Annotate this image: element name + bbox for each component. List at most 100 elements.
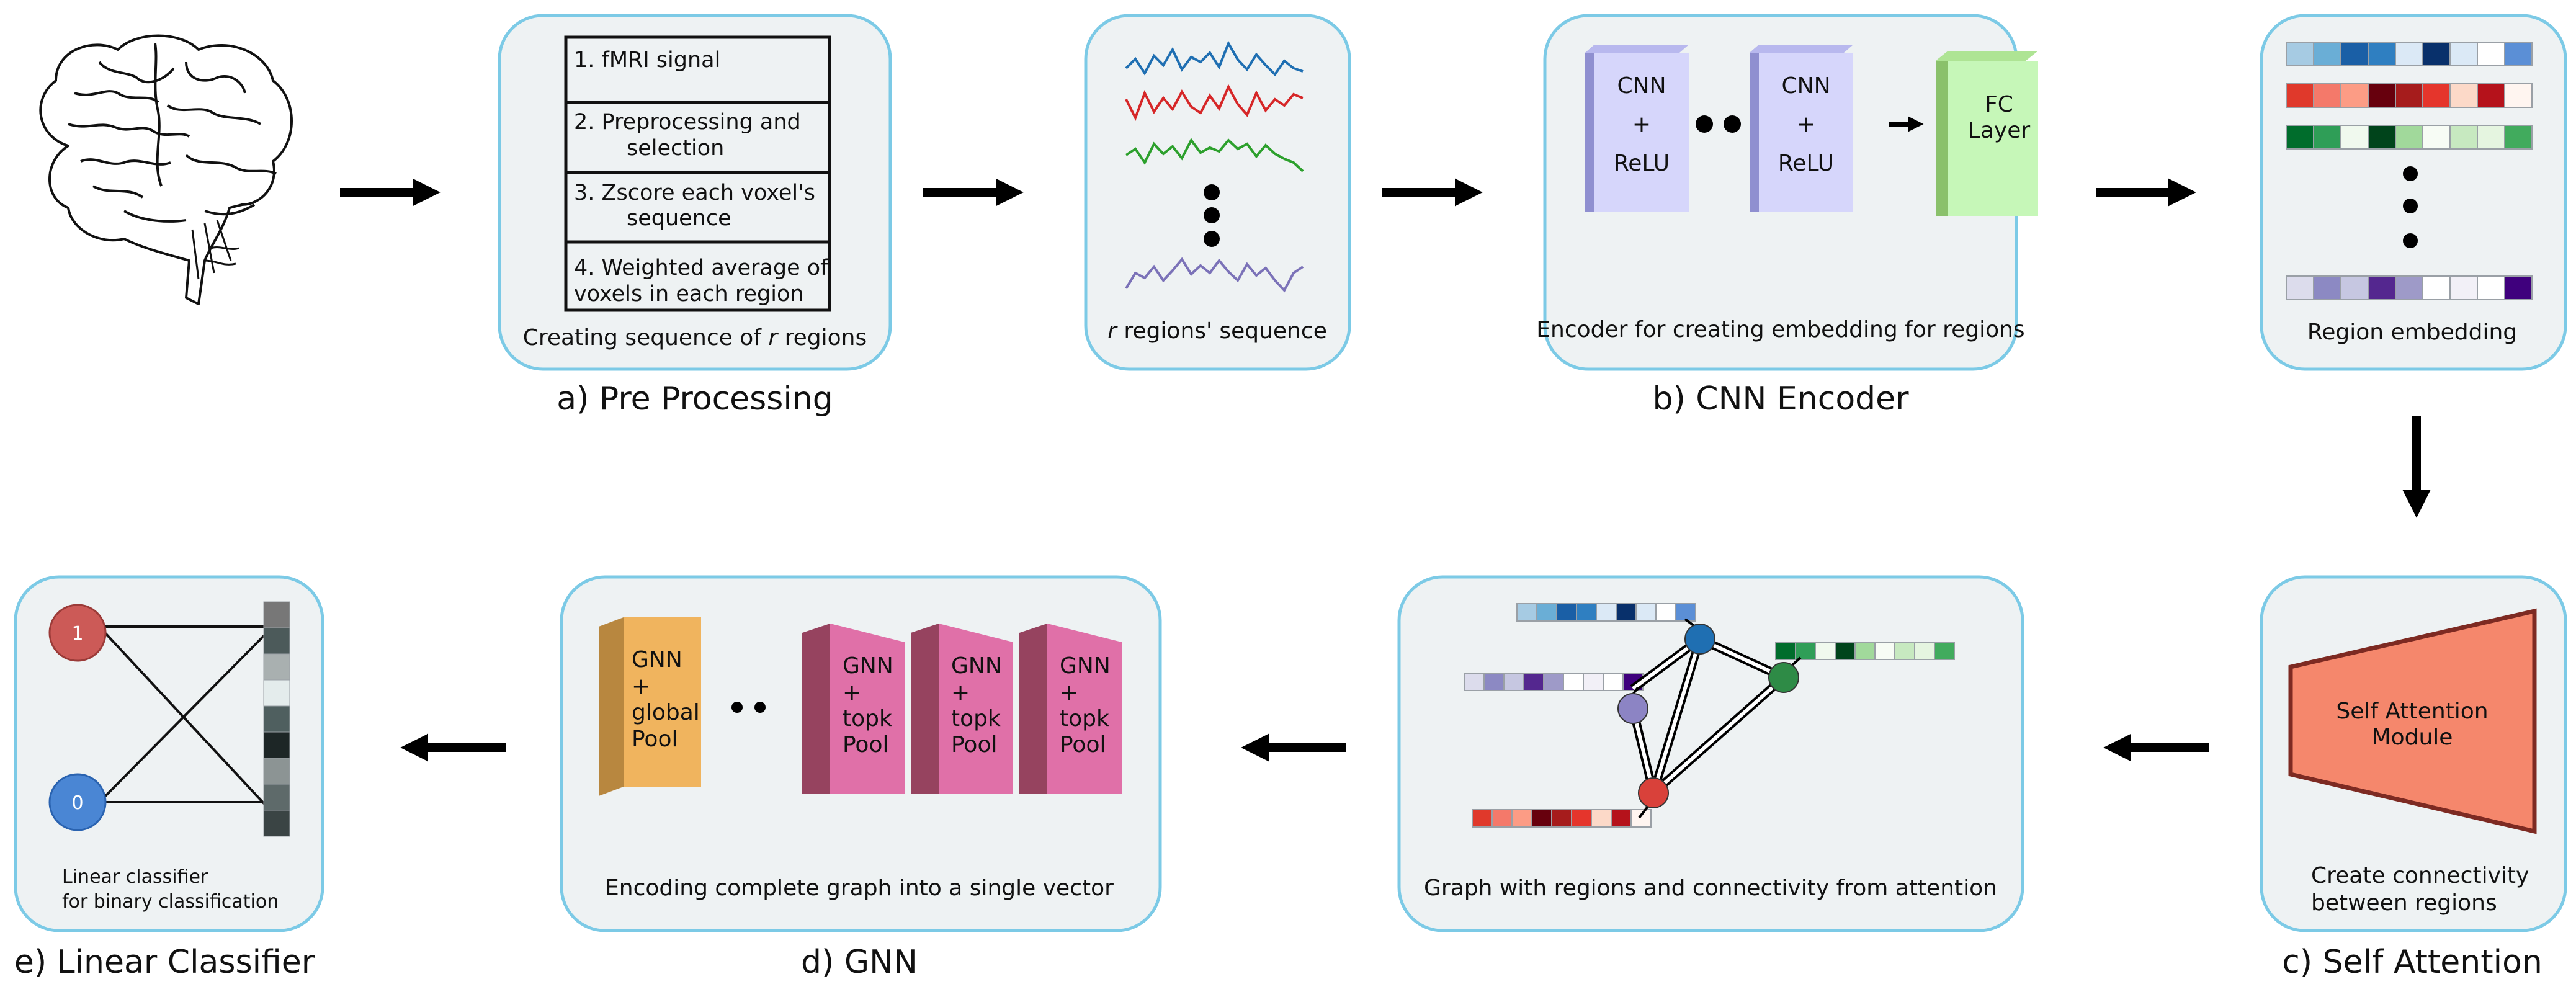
- embedding-cell: [2477, 125, 2505, 150]
- embedding-cell: [2477, 83, 2505, 108]
- embedding-cell: [2477, 42, 2505, 66]
- step-4-text: 4. Weighted average of: [574, 256, 828, 280]
- cnn-block-2-relu: ReLU: [1778, 151, 1834, 176]
- embedding-row: [2286, 125, 2533, 150]
- embedding-cell: [1583, 673, 1604, 691]
- embedding-cell: [2286, 275, 2314, 300]
- gnn-global-block: GNN + global Pool: [599, 617, 701, 796]
- classifier-connections: [98, 625, 268, 808]
- sequences-panel: r regions' sequence: [1084, 14, 1351, 371]
- cnn-block-1: CNN + ReLU: [1585, 45, 1689, 212]
- flow-arrows: [340, 178, 2431, 762]
- embedding-cell: [2395, 83, 2423, 108]
- embedding-cell: [2504, 83, 2533, 108]
- embedding-cell: [2286, 42, 2314, 66]
- embedding-cell: [1571, 809, 1592, 828]
- preprocessing-panel: 1. fMRI signal 2. Preprocessing and sele…: [498, 14, 892, 371]
- classifier-title: e) Linear Classifier: [14, 944, 315, 981]
- embedding-cell: [1894, 642, 1915, 660]
- self-attention-panel: Self Attention Module Create connectivit…: [2260, 575, 2567, 932]
- graph-node-red: [1638, 777, 1669, 808]
- graph-node-green: [1768, 662, 1799, 693]
- sequences-caption: r regions' sequence: [1107, 318, 1327, 344]
- embedding-cell: [2313, 83, 2341, 108]
- step-2-text-cont: selection: [627, 136, 724, 161]
- sequence-line-r: [1125, 257, 1304, 293]
- embedding-row: [2286, 42, 2533, 66]
- embedding-cell: [1775, 642, 1796, 660]
- gnn-global-plus: +: [632, 674, 650, 699]
- embedding-cell: [2449, 275, 2478, 300]
- gnn-ellipsis-dot: [731, 702, 743, 713]
- embedding-cell: [1835, 642, 1856, 660]
- gnn-panel: GNN + global Pool GNN + topk Pool GNN + …: [560, 575, 1162, 932]
- embedding-cell: [1591, 809, 1612, 828]
- gnn-topk-pool-cont: Pool: [1060, 732, 1106, 758]
- classifier-caption-cont: for binary classification: [62, 891, 279, 913]
- step-3-text-cont: sequence: [627, 206, 731, 231]
- embedding-cell: [1503, 673, 1524, 691]
- graph-vector-blue: [1516, 603, 1696, 622]
- embedding-ellipsis-dot: [2403, 233, 2418, 248]
- graph-edge: [1649, 637, 1704, 795]
- gnn-global-label: GNN: [632, 647, 682, 673]
- embedding-cell: [2340, 42, 2369, 66]
- cnn-block-1-relu: ReLU: [1614, 151, 1670, 176]
- cnn-ellipsis-dot: [1724, 115, 1741, 133]
- embedding-cell: [1556, 603, 1577, 622]
- sequence-line-1: [1125, 40, 1304, 77]
- gnn-global-pool: global: [632, 700, 700, 725]
- embedding-cell: [2368, 125, 2396, 150]
- embedding-cell: [1795, 642, 1816, 660]
- embedding-ellipsis-dot: [2403, 166, 2418, 181]
- graph-node-purple: [1617, 693, 1648, 724]
- graph-node-embeddings: [1464, 603, 1955, 828]
- gnn-topk-plus: +: [951, 680, 970, 705]
- embedding-row: [2286, 275, 2533, 300]
- embedding-cell: [1596, 603, 1617, 622]
- embedding-cell: [2395, 125, 2423, 150]
- gnn-topk-pool-cont: Pool: [951, 732, 997, 758]
- attention-module-label-cont: Module: [2372, 725, 2453, 750]
- classifier-caption: Linear classifier: [62, 866, 208, 888]
- attention-module-label: Self Attention: [2336, 699, 2488, 724]
- cnn-title: b) CNN Encoder: [1652, 380, 1909, 418]
- attention-caption-cont: between regions: [2311, 890, 2497, 916]
- fc-layer-block: FC Layer: [1936, 51, 2038, 216]
- graph-node-blue: [1684, 624, 1715, 655]
- gnn-topk-label: GNN: [951, 653, 1002, 679]
- step-4-text-cont: voxels in each region: [574, 282, 804, 306]
- gnn-topk-label: GNN: [843, 653, 893, 679]
- embedding-cell: [1511, 809, 1532, 828]
- graph-edge: [1650, 674, 1787, 797]
- class-node-1: [48, 604, 107, 662]
- cnn-block-2-plus: +: [1797, 112, 1815, 137]
- embedding-cell: [1603, 673, 1624, 691]
- gnn-topk-plus: +: [843, 680, 861, 705]
- class-node-0-label: 0: [71, 792, 83, 814]
- gnn-topk-pool-cont: Pool: [843, 732, 888, 758]
- embedding-cell: [2313, 42, 2341, 66]
- embedding-cell: [2340, 275, 2369, 300]
- classifier-vector-cell: [263, 601, 290, 628]
- gnn-global-pool-cont: Pool: [632, 727, 678, 752]
- embedding-cell: [2368, 83, 2396, 108]
- cnn-block-1-label: CNN: [1617, 73, 1666, 99]
- gnn-topk-block: GNN + topk Pool: [1019, 624, 1122, 794]
- preprocessing-caption: Creating sequence of r regions: [523, 325, 867, 351]
- sequence-line-2: [1125, 84, 1304, 121]
- cnn-block-2-label: CNN: [1782, 73, 1831, 99]
- embedding-cell: [1815, 642, 1836, 660]
- brain-icon: [39, 34, 293, 305]
- embedding-cell: [2368, 42, 2396, 66]
- embedding-cell: [2395, 42, 2423, 66]
- embedding-ellipsis-dot: [2403, 199, 2418, 213]
- classifier-vector-cell: [263, 679, 290, 707]
- embedding-cell: [1472, 809, 1493, 828]
- embedding-cell: [1516, 603, 1537, 622]
- gnn-topk-pool: topk: [1060, 706, 1109, 731]
- sequence-ellipsis-dot: [1204, 231, 1220, 247]
- classifier-vector-cell: [263, 627, 290, 655]
- embedding-cell: [1483, 673, 1505, 691]
- preprocessing-title: a) Pre Processing: [557, 380, 833, 418]
